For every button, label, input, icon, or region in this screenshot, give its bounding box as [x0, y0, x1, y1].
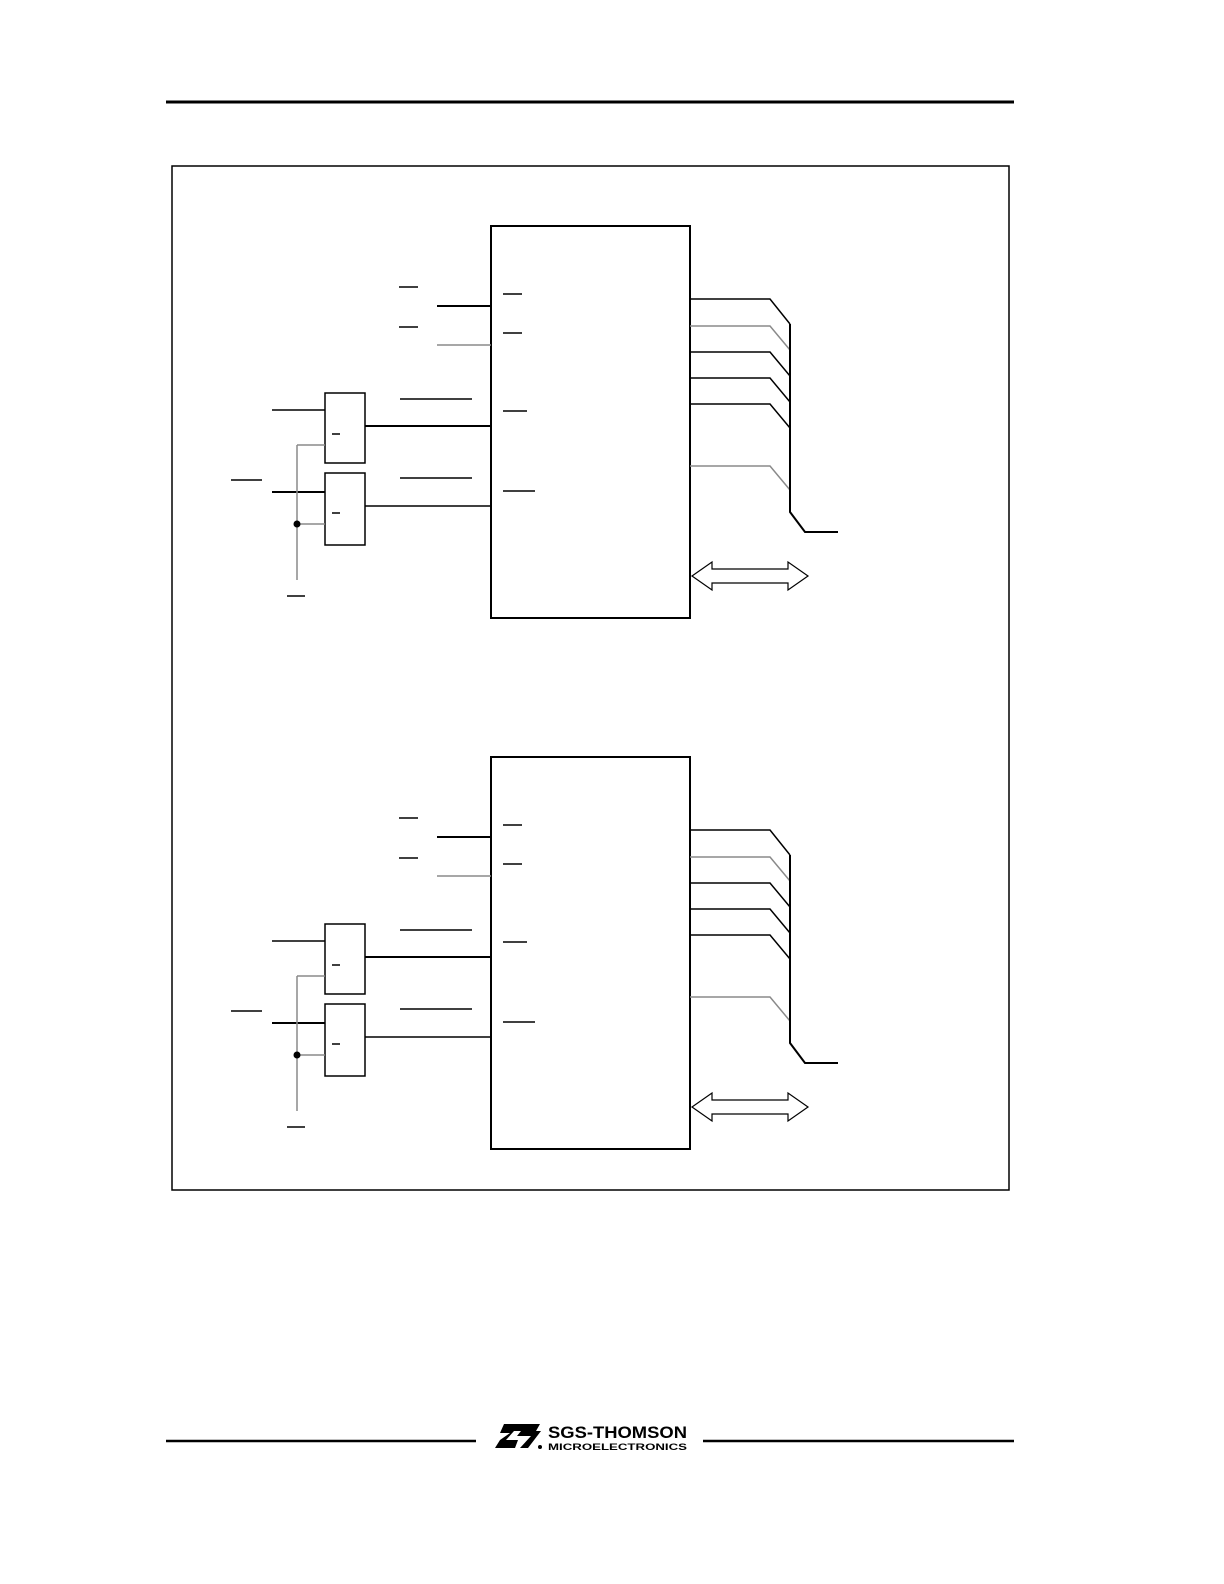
upper-schematic: [230, 225, 839, 619]
st-logo-icon: [495, 1424, 542, 1449]
lower-schematic: [230, 756, 839, 1150]
figure-frame: [171, 165, 1010, 1191]
logo-subtitle-text: MICROELECTRONICS: [548, 1442, 687, 1453]
logo-brand-text: SGS-THOMSON: [548, 1423, 687, 1442]
